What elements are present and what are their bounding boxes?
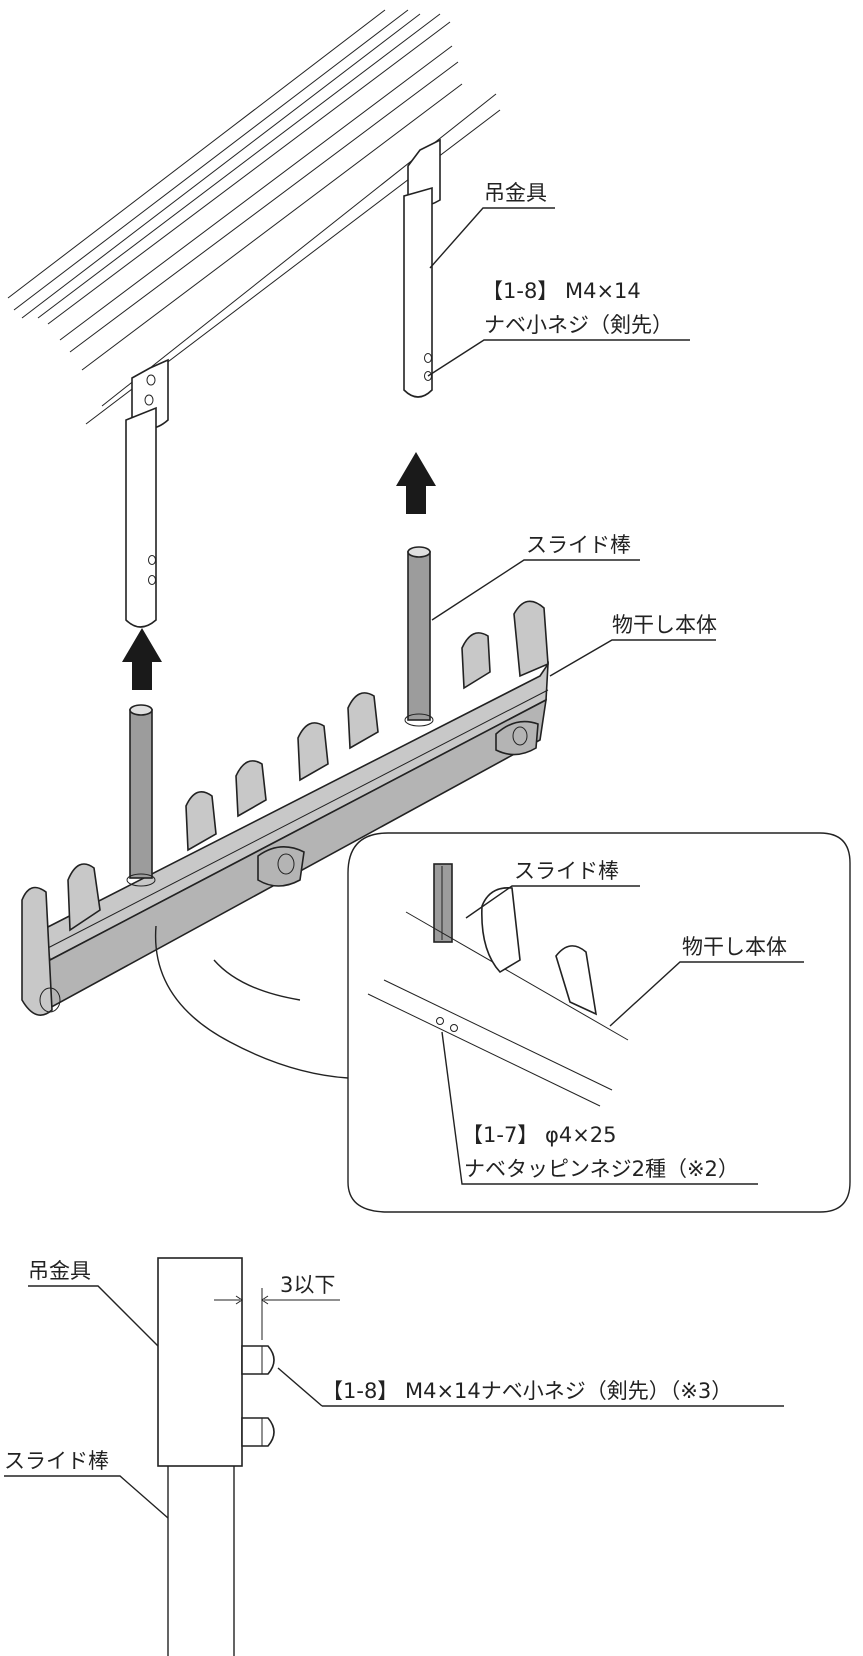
bottom-detail [4, 1257, 784, 1656]
detail-callout [347, 832, 851, 1213]
label-body-main: 物干し本体 [612, 613, 717, 637]
hanger-bracket-left [125, 358, 169, 628]
up-arrow-icon [122, 628, 162, 690]
label-slide-rod-detail: スライド棒 [514, 859, 619, 883]
hanger-bracket-right [403, 138, 441, 398]
leader-lines [427, 207, 804, 1185]
slide-rod-right [404, 546, 434, 727]
label-screw-top-line2: ナベ小ネジ（剣先） [484, 313, 673, 337]
label-screw-top-line1: 【1-8】 M4×14 [482, 279, 641, 303]
label-slide-rod-bottom: スライド棒 [4, 1449, 109, 1473]
label-hanger-bottom: 吊金具 [28, 1259, 91, 1283]
label-dimension: 3以下 [280, 1273, 335, 1297]
label-hanger-top: 吊金具 [484, 181, 547, 205]
slide-rod-left [126, 704, 156, 887]
label-screw-bottom: 【1-8】 M4×14ナベ小ネジ（剣先）（※3） [322, 1379, 732, 1403]
up-arrow-icon [396, 452, 436, 514]
label-tapping-line2: ナベタッピンネジ2種（※2） [464, 1157, 739, 1181]
label-body-detail: 物干し本体 [682, 935, 787, 959]
label-tapping-line1: 【1-7】 φ4×25 [462, 1123, 617, 1147]
label-slide-rod-main: スライド棒 [526, 533, 631, 557]
drying-body [21, 600, 549, 1016]
